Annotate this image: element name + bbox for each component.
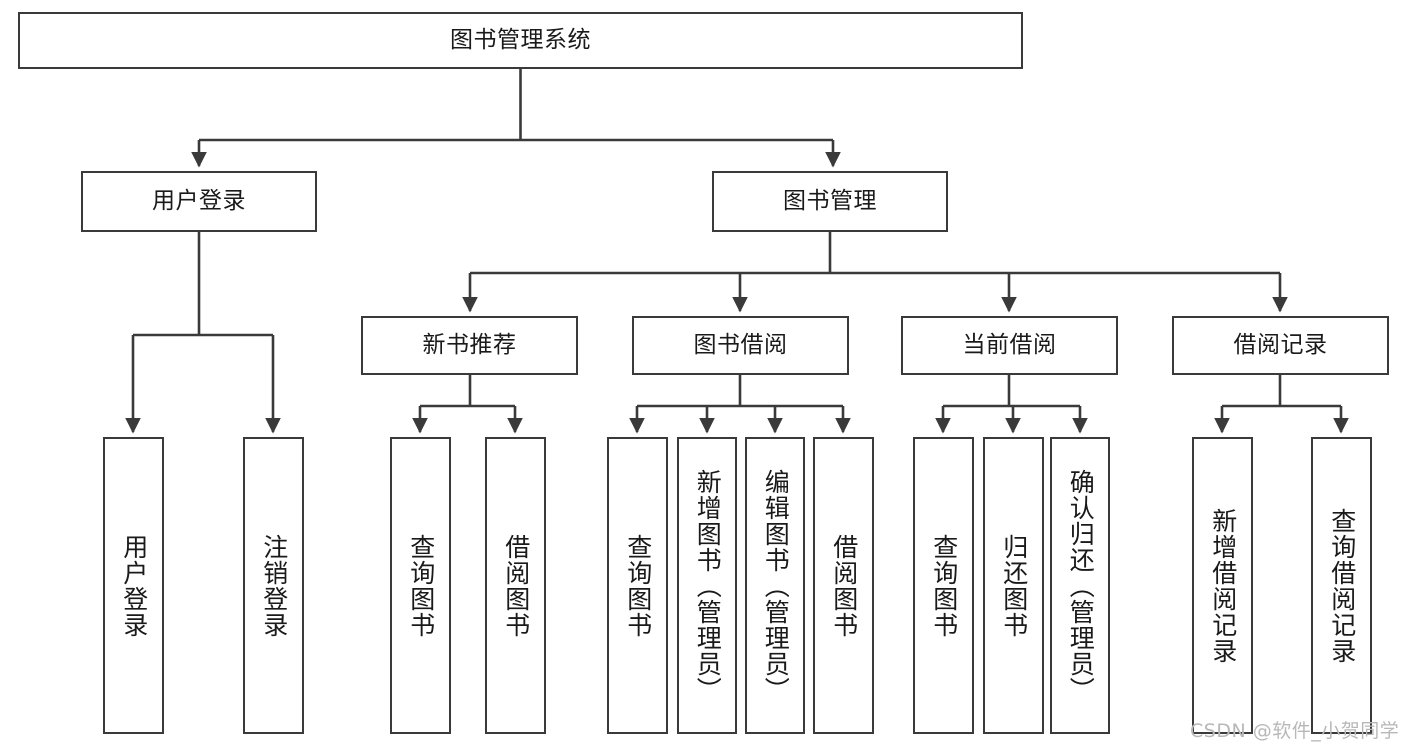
node-root-label: 图书管理系统 — [450, 27, 591, 54]
node-leaf-return-book-label: 归还图书 — [999, 533, 1029, 638]
node-leaf-borrow-book-1[interactable]: 借阅图书 — [485, 437, 546, 734]
node-leaf-user-login-label: 用户登录 — [119, 533, 149, 638]
node-root[interactable]: 图书管理系统 — [18, 12, 1023, 69]
node-leaf-query-record[interactable]: 查询借阅记录 — [1311, 437, 1372, 734]
node-leaf-add-record[interactable]: 新增借阅记录 — [1192, 437, 1253, 734]
node-new-book-rec-label: 新书推荐 — [422, 332, 517, 359]
node-leaf-add-record-label: 新增借阅记录 — [1208, 507, 1238, 664]
node-leaf-edit-book[interactable]: 编辑图书（管理员） — [745, 437, 805, 734]
node-book-manage-label: 图书管理 — [783, 188, 877, 215]
node-leaf-confirm-return-label: 确认归还（管理员） — [1066, 468, 1096, 703]
node-user-login[interactable]: 用户登录 — [81, 171, 317, 232]
node-leaf-query-book-1-label: 查询图书 — [406, 533, 436, 638]
node-leaf-add-book[interactable]: 新增图书（管理员） — [677, 437, 737, 734]
node-borrow-record[interactable]: 借阅记录 — [1172, 316, 1389, 375]
watermark: CSDN @软件_小贺同学 — [1190, 720, 1400, 742]
node-leaf-query-book-2[interactable]: 查询图书 — [607, 437, 668, 734]
node-user-login-label: 用户登录 — [152, 188, 246, 215]
node-leaf-borrow-book-1-label: 借阅图书 — [501, 533, 531, 638]
node-leaf-edit-book-label: 编辑图书（管理员） — [761, 468, 791, 703]
node-new-book-rec[interactable]: 新书推荐 — [361, 316, 578, 375]
node-book-borrow-label: 图书借阅 — [693, 332, 788, 359]
node-leaf-add-book-label: 新增图书（管理员） — [693, 468, 723, 703]
node-book-borrow[interactable]: 图书借阅 — [632, 316, 849, 375]
node-leaf-query-book-2-label: 查询图书 — [623, 533, 653, 638]
node-leaf-query-book-3[interactable]: 查询图书 — [913, 437, 974, 734]
node-leaf-logout[interactable]: 注销登录 — [243, 437, 304, 734]
node-leaf-borrow-book-2-label: 借阅图书 — [829, 533, 859, 638]
node-leaf-borrow-book-2[interactable]: 借阅图书 — [813, 437, 874, 734]
node-leaf-return-book[interactable]: 归还图书 — [983, 437, 1044, 734]
node-borrow-record-label: 借阅记录 — [1233, 332, 1328, 359]
node-leaf-confirm-return[interactable]: 确认归还（管理员） — [1050, 437, 1110, 734]
node-current-borrow-label: 当前借阅 — [962, 332, 1057, 359]
node-current-borrow[interactable]: 当前借阅 — [901, 316, 1118, 375]
node-book-manage[interactable]: 图书管理 — [712, 171, 948, 232]
node-leaf-logout-label: 注销登录 — [259, 533, 289, 638]
node-leaf-query-book-1[interactable]: 查询图书 — [390, 437, 451, 734]
node-leaf-query-record-label: 查询借阅记录 — [1327, 507, 1357, 664]
node-leaf-query-book-3-label: 查询图书 — [929, 533, 959, 638]
node-leaf-user-login[interactable]: 用户登录 — [103, 437, 164, 734]
